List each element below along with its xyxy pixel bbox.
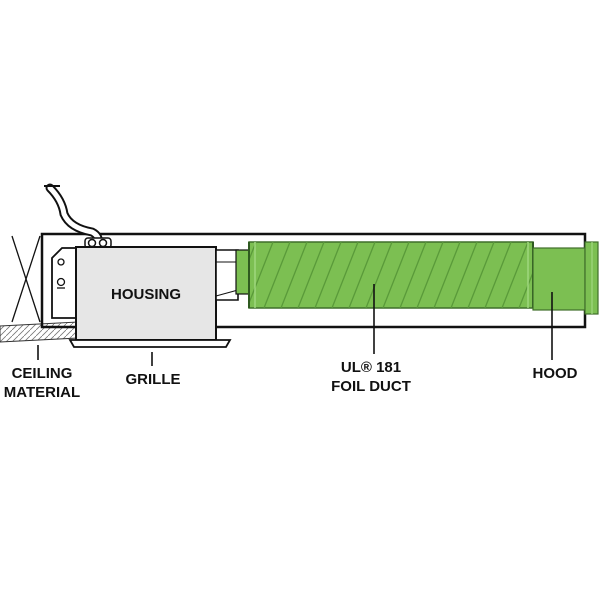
duct-spiral-stripe: [416, 242, 444, 308]
leader-lines: [37, 284, 553, 366]
duct-spiral-stripe: [501, 242, 529, 308]
grille-label: GRILLE: [126, 371, 181, 388]
grille: [68, 339, 232, 348]
duct-spiral-stripe: [249, 242, 274, 305]
foil-duct: [248, 241, 534, 309]
hood: [532, 241, 599, 315]
duct-spiral-stripe: [297, 242, 325, 308]
ceiling-material: [0, 321, 79, 343]
duct-spiral-stripe: [433, 242, 461, 308]
duct-spiral-stripe: [314, 242, 342, 308]
foil-duct-label-line1: UL® 181: [341, 359, 401, 376]
duct-spiral-stripe: [348, 242, 376, 308]
foil-duct-label-line2: FOIL DUCT: [331, 378, 411, 395]
duct-spiral-stripe: [249, 242, 257, 262]
duct-spiral-stripe: [399, 242, 427, 308]
duct-spiral-stripe: [484, 242, 512, 308]
duct-spiral-stripe: [467, 242, 495, 308]
ceiling-material-label-line1: CEILING: [12, 365, 73, 382]
ceiling-material-label-line2: MATERIAL: [4, 384, 80, 401]
duct-spiral-stripe: [365, 242, 393, 308]
housing-adapter: [235, 249, 251, 295]
housing-label: HOUSING: [111, 286, 181, 303]
ceiling-joist-cross: [11, 235, 41, 323]
housing-collar: [215, 249, 239, 301]
power-cable: [44, 183, 103, 249]
duct-spiral-stripe: [263, 242, 291, 308]
mounting-bracket: [51, 247, 77, 319]
duct-spiral-stripe: [450, 242, 478, 308]
duct-spiral-stripe: [280, 242, 308, 308]
duct-spiral-stripe: [331, 242, 359, 308]
hood-label: HOOD: [533, 365, 578, 382]
duct-spiral-stripe: [382, 242, 410, 308]
